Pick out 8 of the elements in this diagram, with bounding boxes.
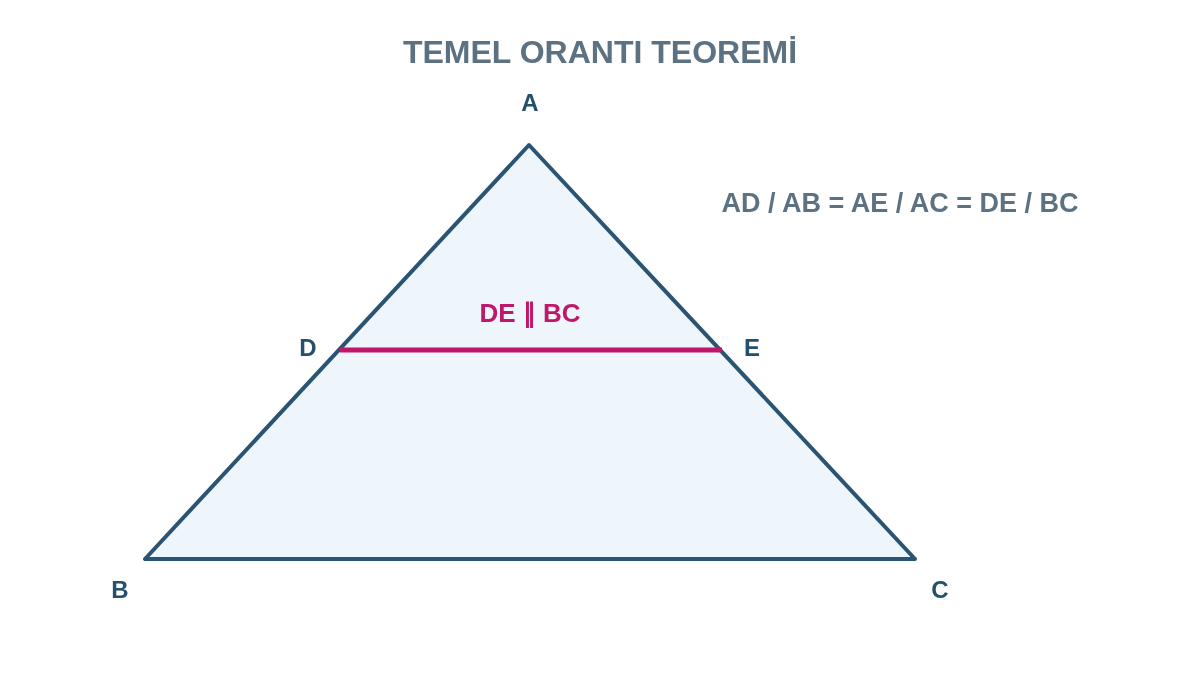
vertex-label: A: [521, 89, 539, 117]
point-label: E: [744, 334, 760, 362]
formula-text: AD / AB = AE / AC = DE / BC: [721, 187, 1079, 219]
parallel-note: DE ∥ BC: [479, 297, 581, 329]
vertex-label: C: [931, 576, 949, 604]
title: TEMEL ORANTI TEOREMİ: [402, 33, 798, 71]
vertex-label: B: [111, 576, 129, 604]
point-label: D: [299, 334, 317, 362]
